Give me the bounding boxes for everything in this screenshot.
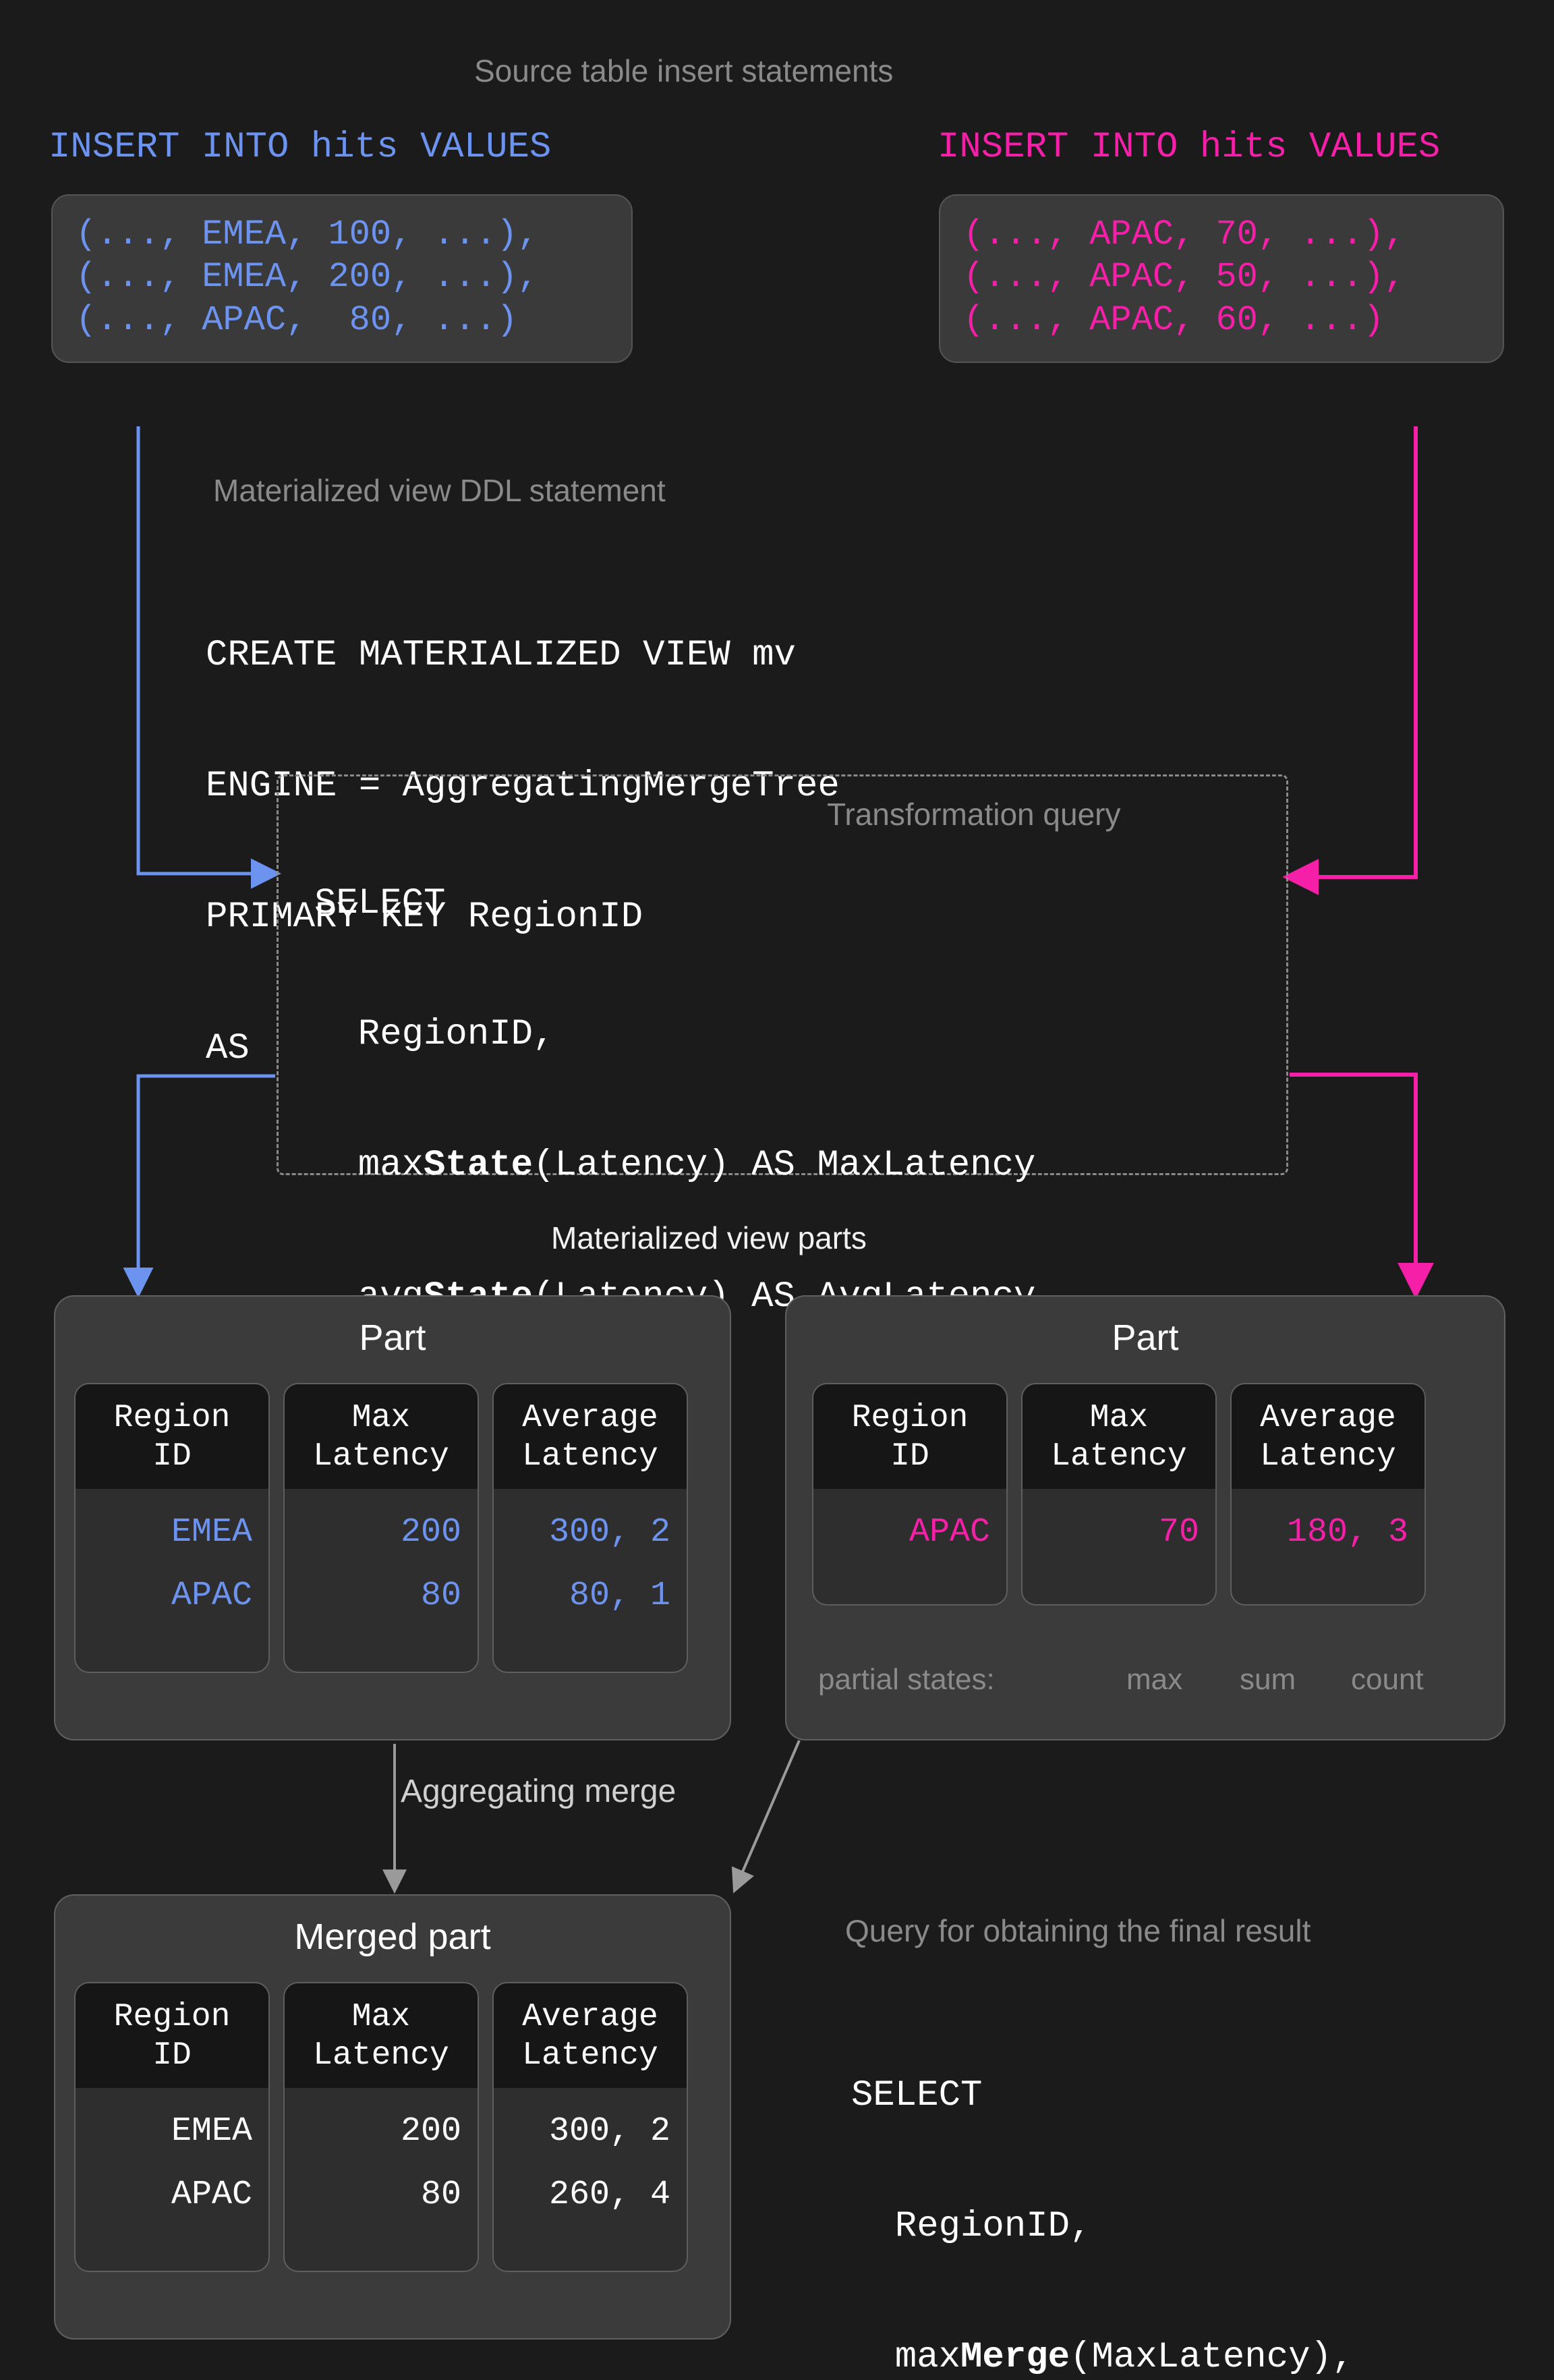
right-part-column-maxlatency: Max Latency 70 (1021, 1383, 1217, 1606)
table-cell: 80 (420, 2176, 461, 2215)
right-part-box: Part Region ID APAC Max Latency 70 Avera… (785, 1295, 1505, 1740)
column-header-avglatency: Average Latency (494, 1384, 687, 1490)
column-header-regionid: Region ID (76, 1983, 268, 2089)
final-fn-prefix: max (851, 2337, 961, 2379)
partial-states-count: count (1351, 1663, 1424, 1696)
final-query-line: maxMerge(MaxLatency), (851, 2336, 1354, 2380)
left-part-column-regionid: Region ID EMEA APAC (74, 1383, 270, 1673)
final-query-code: SELECT RegionID, maxMerge(MaxLatency), a… (851, 1987, 1354, 2380)
ddl-line: ENGINE = AggregatingMergeTree (206, 765, 840, 807)
final-fn-args: (MaxLatency), (1070, 2337, 1354, 2379)
final-query-line: SELECT (851, 2074, 983, 2116)
column-header-regionid: Region ID (813, 1384, 1006, 1490)
caption-source-inserts: Source table insert statements (474, 53, 894, 88)
right-insert-row: (..., APAC, 50, ...), (963, 257, 1406, 298)
left-part-column-maxlatency: Max Latency 200 80 (283, 1383, 479, 1673)
ddl-line: PRIMARY KEY RegionID (206, 897, 643, 938)
transformation-query-box (277, 774, 1288, 1175)
partial-states-sum: sum (1240, 1663, 1296, 1696)
query-fn-prefix: max (314, 1145, 424, 1187)
right-part-title: Part (1112, 1318, 1179, 1358)
table-cell: 260, 4 (548, 2176, 670, 2215)
table-cell: 300, 2 (548, 1513, 670, 1552)
caption-mv-parts: Materialized view parts (551, 1220, 867, 1255)
right-insert-row: (..., APAC, 60, ...) (963, 300, 1385, 340)
arrow-right-insert-to-query (1282, 426, 1418, 895)
partial-states-max: max (1126, 1663, 1183, 1696)
column-header-maxlatency: Max Latency (285, 1983, 478, 2089)
left-insert-row: (..., EMEA, 200, ...), (76, 257, 539, 298)
table-cell: 200 (400, 1513, 461, 1552)
merged-part-box: Merged part Region ID EMEA APAC Max Late… (54, 1894, 731, 2340)
ddl-statement: CREATE MATERIALIZED VIEW mv ENGINE = Agg… (206, 546, 840, 1114)
right-insert-header: INSERT INTO hits VALUES (938, 127, 1441, 168)
left-insert-header: INSERT INTO hits VALUES (49, 127, 552, 168)
right-insert-values-box: (..., APAC, 70, ...), (..., APAC, 50, ..… (939, 194, 1504, 364)
merged-part-column-maxlatency: Max Latency 200 80 (283, 1982, 479, 2272)
right-insert-row: (..., APAC, 70, ...), (963, 215, 1406, 254)
query-line: RegionID, (314, 1013, 555, 1055)
merged-part-title: Merged part (294, 1917, 491, 1957)
ddl-line: CREATE MATERIALIZED VIEW mv (206, 634, 796, 676)
table-cell: EMEA (171, 1513, 252, 1552)
caption-transformation-query: Transformation query (827, 797, 1121, 832)
table-cell: 200 (400, 2112, 461, 2151)
column-header-maxlatency: Max Latency (285, 1384, 478, 1490)
arrow-query-to-right-part (1290, 1073, 1434, 1299)
left-part-column-avglatency: Average Latency 300, 2 80, 1 (492, 1383, 688, 1673)
column-header-avglatency: Average Latency (494, 1983, 687, 2089)
partial-states-label: partial states: (818, 1663, 995, 1696)
caption-final-query: Query for obtaining the final result (845, 1913, 1311, 1948)
ddl-line: AS (206, 1027, 250, 1069)
final-fn-suffix: Merge (960, 2337, 1070, 2379)
table-cell: 70 (1158, 1513, 1199, 1552)
left-part-box: Part Region ID EMEA APAC Max Latency 200… (54, 1295, 731, 1740)
column-header-maxlatency: Max Latency (1023, 1384, 1215, 1490)
query-line: maxState(Latency) AS MaxLatency (314, 1144, 1036, 1188)
column-header-avglatency: Average Latency (1232, 1384, 1424, 1490)
merged-part-column-avglatency: Average Latency 300, 2 260, 4 (492, 1982, 688, 2272)
left-insert-values-box: (..., EMEA, 100, ...), (..., EMEA, 200, … (51, 194, 633, 364)
table-cell: 180, 3 (1286, 1513, 1408, 1552)
right-part-column-avglatency: Average Latency 180, 3 (1230, 1383, 1426, 1606)
table-cell: APAC (171, 1577, 252, 1616)
arrow-right-part-to-merged (731, 1740, 801, 1894)
merged-part-column-regionid: Region ID EMEA APAC (74, 1982, 270, 2272)
right-part-column-regionid: Region ID APAC (812, 1383, 1008, 1606)
left-part-title: Part (359, 1318, 426, 1358)
table-cell: APAC (171, 2176, 252, 2215)
caption-mv-ddl: Materialized view DDL statement (213, 473, 666, 508)
table-cell: 80, 1 (569, 1577, 670, 1616)
query-line: SELECT (314, 882, 446, 924)
left-insert-row: (..., EMEA, 100, ...), (76, 215, 539, 254)
table-cell: 300, 2 (548, 2112, 670, 2151)
query-fn-suffix: State (424, 1145, 534, 1187)
table-cell: 80 (420, 1577, 461, 1616)
table-cell: EMEA (171, 2112, 252, 2151)
final-query-line: RegionID, (851, 2205, 1092, 2247)
query-fn-args: (Latency) AS MaxLatency (533, 1145, 1036, 1187)
table-cell: APAC (909, 1513, 990, 1552)
caption-aggregating-merge: Aggregating merge (401, 1774, 677, 1809)
left-insert-row: (..., APAC, 80, ...) (76, 300, 518, 340)
column-header-regionid: Region ID (76, 1384, 268, 1490)
